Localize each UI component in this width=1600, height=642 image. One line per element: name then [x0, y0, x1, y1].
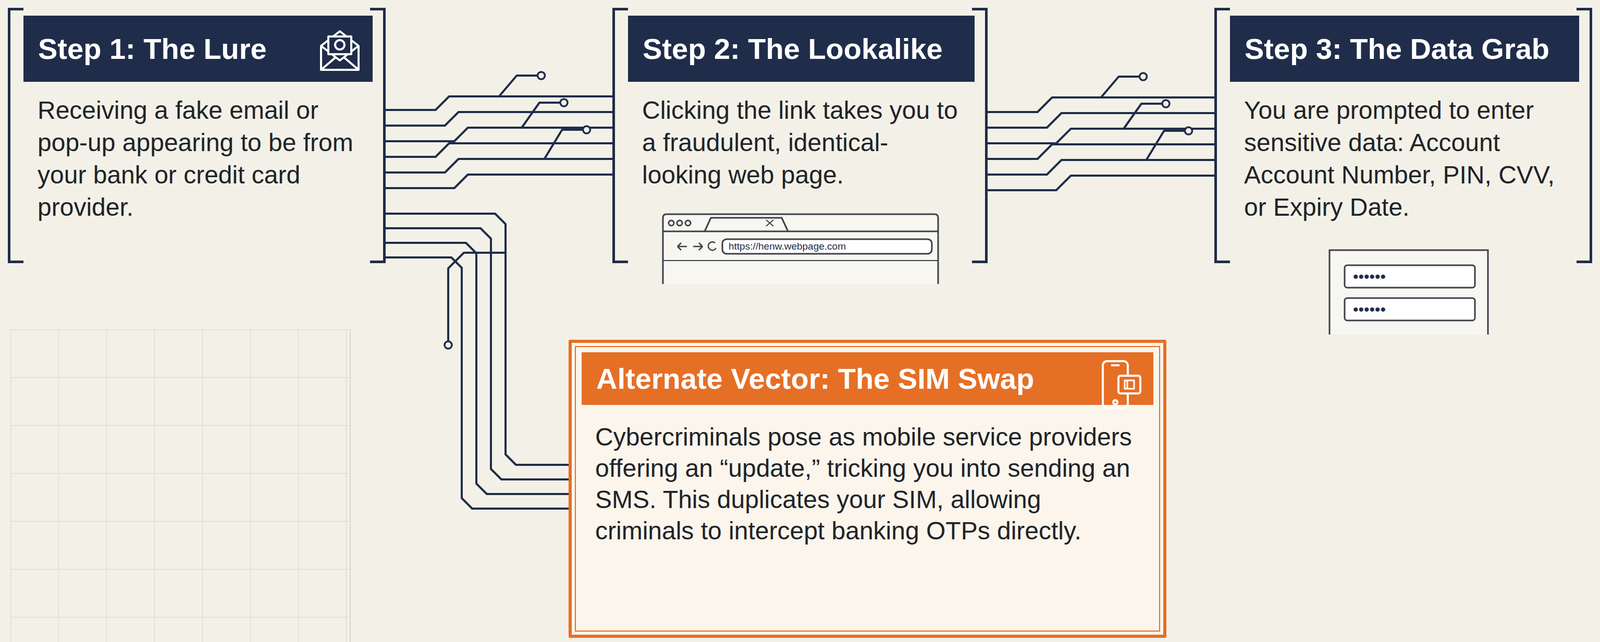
- alert-box: Alternate Vector: The SIM SwapCybercrimi…: [568, 339, 1167, 638]
- trace: [448, 252, 506, 342]
- trace: [385, 257, 569, 509]
- body-text: Receiving a fake email or pop-up appeari…: [7, 94, 386, 224]
- terminal-dot: [583, 126, 591, 134]
- header-text: Step 2: The Lookalike: [642, 31, 943, 66]
- header-text: Step 3: The Data Grab: [1244, 31, 1550, 66]
- trace: [987, 160, 1215, 175]
- trace: [987, 97, 1215, 113]
- step-box: Step 3: The Data GrabYou are prompted to…: [1214, 7, 1593, 264]
- body-text: Cybercriminals pose as mobile service pr…: [581, 421, 1154, 547]
- step-box: Step 1: The LureReceiving a fake email o…: [7, 7, 386, 264]
- password-card: [1329, 250, 1488, 335]
- terminal-dot: [1139, 72, 1148, 81]
- step-box: Step 2: The LookalikeClicking the link t…: [612, 7, 988, 264]
- phone-icon: [1102, 361, 1141, 409]
- trace: [1123, 103, 1163, 129]
- trace: [385, 112, 613, 126]
- terminal-dot: [1162, 100, 1170, 108]
- terminal-dot: [560, 99, 568, 107]
- trace: [385, 242, 569, 495]
- header-bar: Step 1: The Lure: [23, 15, 373, 82]
- header-bar: Step 3: The Data Grab: [1229, 15, 1580, 82]
- terminal-dot: [444, 341, 452, 349]
- header-bar: Step 2: The Lookalike: [628, 15, 975, 82]
- envelope-icon: [321, 31, 359, 70]
- terminal-dot: [537, 71, 546, 80]
- trace: [385, 174, 613, 189]
- bracket: [612, 7, 629, 264]
- trace: [987, 113, 1215, 128]
- browser-window: [662, 214, 939, 285]
- url-text: https://henw.webpage.com: [728, 240, 846, 253]
- header-text: Alternate Vector: The SIM Swap: [596, 361, 1035, 396]
- password-dots: ••••••: [1352, 298, 1386, 321]
- header-text: Step 1: The Lure: [38, 31, 267, 66]
- trace: [385, 96, 613, 110]
- trace: [1146, 130, 1186, 160]
- background-grid: [10, 329, 351, 642]
- trace: [987, 175, 1215, 191]
- trace: [1101, 76, 1140, 98]
- trace: [385, 143, 613, 157]
- password-dots: ••••••: [1352, 265, 1386, 288]
- bracket: [1214, 7, 1230, 264]
- bracket: [7, 7, 24, 264]
- circuit-trace: [987, 72, 1215, 191]
- body-text: You are prompted to enter sensitive data…: [1214, 94, 1593, 224]
- trace: [987, 144, 1215, 159]
- trace: [544, 129, 584, 159]
- trace: [499, 75, 538, 97]
- terminal-dot: [1185, 127, 1193, 135]
- header-bar: Alternate Vector: The SIM Swap: [581, 352, 1154, 405]
- circuit-trace: [385, 213, 569, 509]
- body-text: Clicking the link takes you to a fraudul…: [612, 94, 988, 192]
- trace: [521, 102, 561, 128]
- circuit-trace: [385, 71, 613, 189]
- trace: [385, 158, 613, 173]
